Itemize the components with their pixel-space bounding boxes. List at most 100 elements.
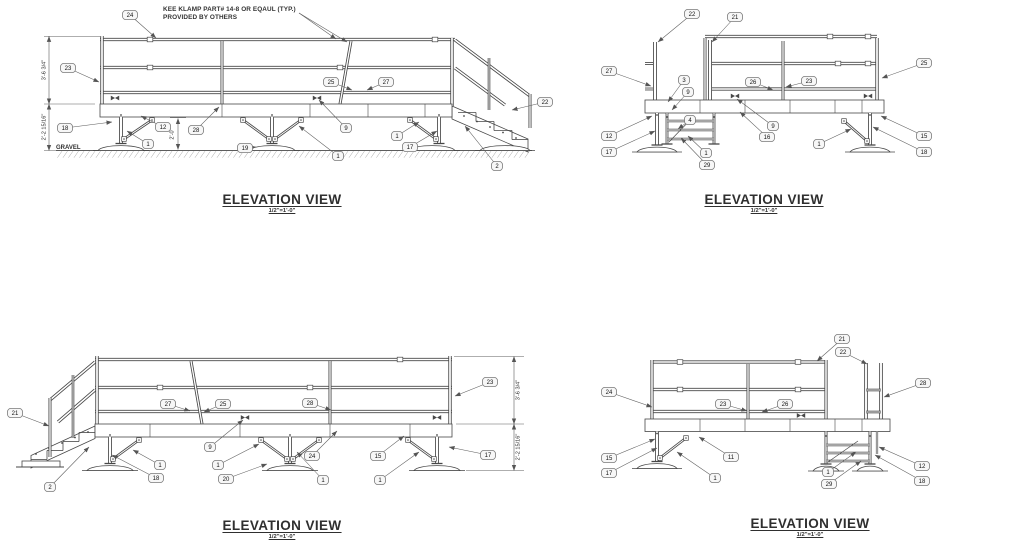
ground-hatch bbox=[233, 150, 239, 158]
callout-balloon bbox=[212, 459, 224, 470]
ground-hatch bbox=[73, 150, 79, 158]
bolt bbox=[409, 119, 411, 121]
ground-hatch bbox=[139, 150, 145, 158]
ground-hatch bbox=[508, 150, 514, 158]
callout-number: 21 bbox=[839, 337, 846, 343]
rail-splice bbox=[826, 33, 834, 40]
callout-balloon bbox=[767, 121, 779, 132]
ground-hatch bbox=[491, 150, 497, 158]
ground-hatch bbox=[519, 150, 525, 158]
callout-number: 15 bbox=[606, 456, 613, 462]
view-scale-text: 1/2"=1'-0" bbox=[796, 532, 824, 538]
ground-hatch bbox=[475, 150, 481, 158]
callout-balloon bbox=[834, 333, 850, 344]
stair-foot bbox=[21, 460, 61, 468]
ground-hatch bbox=[442, 150, 448, 158]
callout-balloon bbox=[801, 76, 817, 87]
ground-hatch bbox=[425, 150, 431, 158]
ground-hatch bbox=[398, 150, 404, 158]
bolt bbox=[666, 116, 668, 118]
ground-hatch bbox=[260, 150, 266, 158]
tube-core bbox=[190, 360, 203, 425]
rail-splice bbox=[146, 64, 154, 71]
leader-line bbox=[872, 126, 925, 153]
footing-pad bbox=[636, 146, 678, 153]
tube-core bbox=[409, 119, 437, 140]
callout-number: 23 bbox=[65, 66, 72, 72]
callout-balloon bbox=[601, 452, 617, 463]
ground-hatch bbox=[392, 150, 398, 158]
view-title-text: ELEVATION VIEW bbox=[222, 192, 342, 207]
ground-hatch bbox=[57, 150, 63, 158]
tube-core bbox=[339, 40, 352, 105]
callout-balloon bbox=[122, 9, 138, 20]
ground-hatch bbox=[387, 150, 393, 158]
bolt bbox=[292, 458, 294, 460]
callout-balloon bbox=[745, 77, 761, 88]
callout-balloon bbox=[684, 115, 696, 126]
callout-number: 9 bbox=[771, 124, 775, 130]
bolt bbox=[109, 434, 111, 436]
ground-hatch bbox=[524, 150, 530, 158]
ground-hatch bbox=[326, 150, 332, 158]
ground-hatch bbox=[359, 150, 365, 158]
ground-hatch bbox=[161, 150, 167, 158]
leader-line bbox=[298, 12, 337, 40]
ground-hatch bbox=[431, 150, 437, 158]
callout-balloon bbox=[304, 450, 320, 461]
callout-number: 3 bbox=[682, 78, 686, 84]
ground-hatch bbox=[145, 150, 151, 158]
callout-balloon bbox=[154, 459, 166, 470]
leader-line bbox=[464, 125, 498, 167]
leader-line bbox=[111, 454, 157, 479]
rail-splice bbox=[794, 359, 802, 365]
leader-line bbox=[379, 451, 420, 481]
callout-balloon bbox=[480, 449, 496, 460]
callout-balloon bbox=[678, 75, 690, 86]
tube-core bbox=[454, 39, 531, 97]
callout-balloon bbox=[601, 146, 617, 157]
callout-number: 1 bbox=[713, 476, 717, 482]
bolt bbox=[260, 439, 262, 441]
footing-pad bbox=[413, 465, 461, 471]
callout-number: 1 bbox=[336, 154, 340, 160]
callout-number: 9 bbox=[344, 126, 348, 132]
callout-balloon bbox=[601, 130, 617, 141]
ground-hatch bbox=[365, 150, 371, 158]
view-title-top-left: ELEVATION VIEW 1/2"=1'-0" bbox=[222, 192, 341, 214]
callout-number: 19 bbox=[242, 146, 249, 152]
bolt bbox=[463, 115, 465, 117]
callout-balloon bbox=[915, 377, 931, 388]
ground-hatch bbox=[200, 150, 206, 158]
leader-line bbox=[608, 447, 658, 474]
bolt bbox=[151, 119, 153, 121]
callout-number: 22 bbox=[840, 350, 847, 356]
rail-splice bbox=[864, 60, 872, 67]
callout-balloon bbox=[218, 473, 234, 484]
callout-balloon bbox=[142, 138, 154, 149]
callout-balloon bbox=[914, 475, 930, 486]
view-title-bottom-right: ELEVATION VIEW 1/2"=1'-0" bbox=[750, 516, 869, 538]
ground-hatch bbox=[150, 150, 156, 158]
ground-hatch bbox=[271, 150, 277, 158]
ground-hatch bbox=[84, 150, 90, 158]
ground-hatch bbox=[304, 150, 310, 158]
callout-number: 9 bbox=[686, 90, 690, 96]
callout-number: 27 bbox=[165, 402, 172, 408]
ground-hatch bbox=[277, 150, 283, 158]
callout-balloon bbox=[759, 131, 775, 142]
tube-core bbox=[123, 119, 153, 140]
ground-hatch bbox=[282, 150, 288, 158]
leader-line bbox=[608, 130, 656, 153]
callout-balloon bbox=[155, 122, 171, 133]
callout-number: 11 bbox=[728, 455, 735, 461]
callout-number: 20 bbox=[223, 477, 230, 483]
ground-hatch bbox=[62, 150, 68, 158]
callout-number: 28 bbox=[193, 128, 200, 134]
ground-hatch bbox=[117, 150, 123, 158]
callout-number: 4 bbox=[688, 118, 692, 124]
footing-pad bbox=[479, 145, 531, 151]
